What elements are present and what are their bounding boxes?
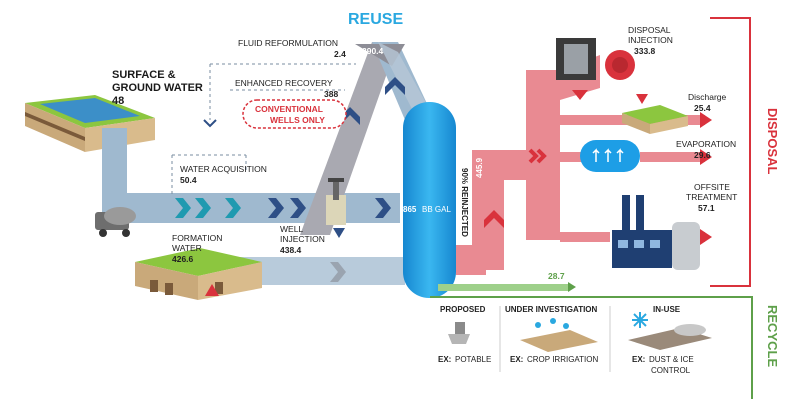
evaporation-value: 29.6	[694, 150, 711, 160]
ex-prefix-2: EX:	[510, 355, 523, 364]
recycle-bracket	[430, 296, 753, 399]
formation-pipe	[240, 257, 405, 285]
conventional-line-1: CONVENTIONAL	[255, 104, 323, 114]
enhanced-recovery-label: ENHANCED RECOVERY	[235, 78, 333, 88]
ex-prefix-3: EX:	[632, 355, 645, 364]
conventional-line-2: WELLS ONLY	[270, 115, 325, 125]
surface-value: 48	[112, 95, 124, 107]
crop-irrigation-icon	[520, 318, 598, 352]
acquisition-pipe	[120, 193, 400, 223]
toilet-icon	[448, 322, 470, 344]
offsite-label-2: TREATMENT	[686, 192, 737, 202]
formation-water-value: 426.6	[172, 254, 194, 264]
evaporation-label: EVAPORATION	[676, 139, 736, 149]
water-truck-icon	[95, 207, 136, 237]
surface-label-1: SURFACE &	[112, 69, 176, 81]
well-injection-value: 438.4	[280, 245, 302, 255]
enhanced-recovery-value: 388	[324, 89, 338, 99]
formation-water-label-2: WATER	[172, 243, 202, 253]
conventional-wells-badge	[242, 99, 347, 129]
well-injection-label-2: INJECTION	[280, 234, 325, 244]
ex-crop: CROP IRRIGATION	[527, 355, 598, 364]
dropdown-chevron-icon	[203, 119, 217, 128]
acquisition-chevrons	[175, 77, 405, 282]
recycle-flow-value: 28.7	[548, 271, 565, 281]
ex-dust: DUST & ICE	[649, 355, 694, 364]
dashed-connectors	[171, 63, 356, 196]
reuse-diag-left	[300, 42, 398, 235]
tank-value: 865	[403, 205, 417, 214]
fluid-reformulation-value: 2.4	[334, 49, 346, 59]
disposal-heading: DISPOSAL	[765, 108, 780, 175]
formation-slab	[135, 248, 262, 300]
surface-label-2: GROUND WATER	[112, 82, 203, 94]
surface-ground-slab	[25, 95, 155, 152]
evaporation-pod-icon	[580, 140, 640, 172]
tank-unit: BB GAL	[422, 205, 451, 214]
recycle-heading: RECYCLE	[765, 305, 780, 367]
well-injection-label-1: WELL	[280, 224, 303, 234]
recycle-inuse-heading: IN-USE	[653, 305, 681, 314]
treatment-plant-icon	[612, 195, 700, 270]
reuse-title: REUSE	[348, 11, 403, 28]
recycle-proposed-heading: PROPOSED	[440, 305, 486, 314]
discharge-label: Discharge	[688, 92, 727, 102]
reuse-total-value: 390.4	[362, 46, 384, 56]
disposal-injection-value: 333.8	[634, 46, 656, 56]
recycle-investigation-heading: UNDER INVESTIGATION	[505, 305, 598, 314]
water-acquisition-label: WATER ACQUISITION	[180, 164, 267, 174]
formation-water-label-1: FORMATION	[172, 233, 222, 243]
discharge-slab-icon	[622, 94, 688, 134]
disposal-bracket	[710, 17, 751, 287]
offsite-label-1: OFFSITE	[694, 182, 730, 192]
disposal-injection-label-1: DISPOSAL	[628, 25, 671, 35]
dust-ice-icon	[628, 312, 712, 350]
offsite-value: 57.1	[698, 203, 715, 213]
recycle-pipe	[438, 284, 568, 291]
storage-tank	[403, 102, 456, 298]
disposal-flow-value: 445.9	[475, 157, 484, 178]
ex-dust-2: CONTROL	[651, 366, 691, 375]
discharge-value: 25.4	[694, 103, 711, 113]
well-rig-icon	[326, 178, 346, 238]
ex-potable: POTABLE	[455, 355, 491, 364]
disposal-injection-label-2: INJECTION	[628, 35, 673, 45]
ex-prefix-1: EX:	[438, 355, 451, 364]
water-acquisition-value: 50.4	[180, 175, 197, 185]
reinjected-label: 90% REINJECTED	[460, 168, 469, 237]
disposal-injection-icon	[556, 38, 635, 100]
fluid-reformulation-label: FLUID REFORMULATION	[238, 38, 338, 48]
